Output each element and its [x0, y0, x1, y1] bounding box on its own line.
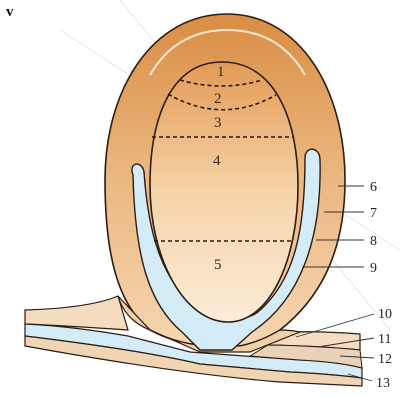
label-9: 9	[370, 261, 377, 276]
side-labels: 6 7 8 9 10 11 12 13	[370, 180, 392, 391]
label-4: 4	[213, 153, 221, 169]
label-6: 6	[370, 180, 377, 195]
label-8: 8	[370, 234, 377, 249]
label-3: 3	[214, 115, 222, 131]
label-2: 2	[214, 91, 222, 107]
label-12: 12	[378, 352, 392, 367]
label-10: 10	[378, 307, 392, 322]
label-11: 11	[378, 332, 391, 347]
label-5: 5	[214, 257, 222, 273]
panel-letter: v	[6, 4, 14, 20]
label-1: 1	[217, 64, 225, 80]
label-13: 13	[376, 376, 390, 391]
label-7: 7	[370, 206, 377, 221]
